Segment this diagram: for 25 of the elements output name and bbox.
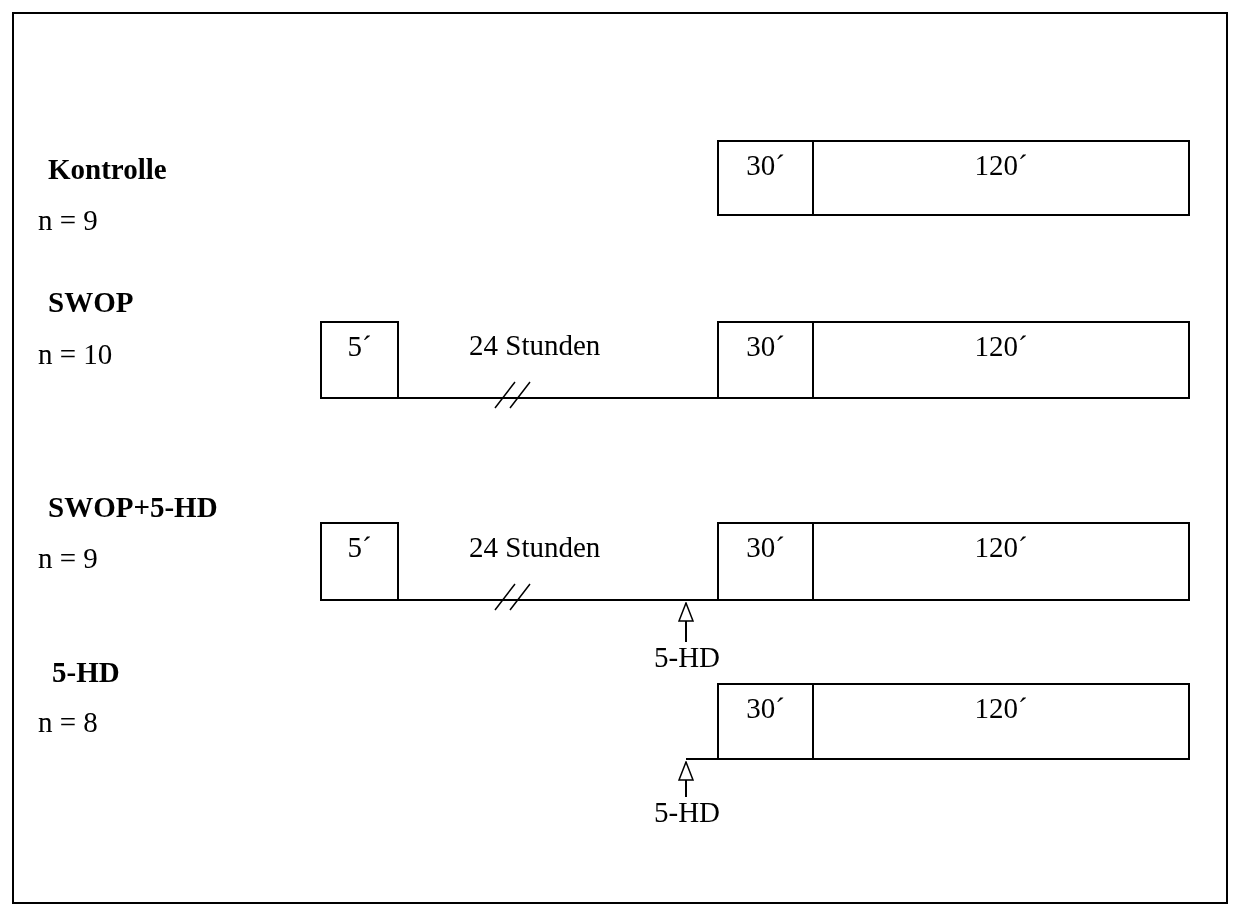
phase-box: 30´ [717, 140, 814, 216]
sample-size: n = 10 [38, 337, 113, 371]
phase-box: 120´ [812, 522, 1190, 601]
group-heading: SWOP [48, 285, 134, 319]
group-heading: Kontrolle [48, 152, 167, 186]
timeline-line [685, 758, 718, 760]
sample-size: n = 9 [38, 203, 98, 237]
phase-box: 5´ [320, 321, 399, 399]
sample-size: n = 9 [38, 541, 98, 575]
sample-size: n = 8 [38, 705, 98, 739]
timeline-line [398, 397, 718, 399]
phase-box: 120´ [812, 321, 1190, 399]
phase-box: 120´ [812, 683, 1190, 760]
timeline-line [398, 599, 718, 601]
group-heading: SWOP+5-HD [48, 490, 218, 524]
phase-box: 120´ [812, 140, 1190, 216]
arrow [678, 761, 694, 798]
phase-box: 5´ [320, 522, 399, 601]
group-heading: 5-HD [52, 655, 120, 689]
drug-label: 5-HD [654, 640, 718, 674]
phase-box: 30´ [717, 522, 814, 601]
phase-box: 30´ [717, 321, 814, 399]
phase-box: 30´ [717, 683, 814, 760]
drug-label: 5-HD [654, 795, 718, 829]
arrow [678, 602, 694, 643]
